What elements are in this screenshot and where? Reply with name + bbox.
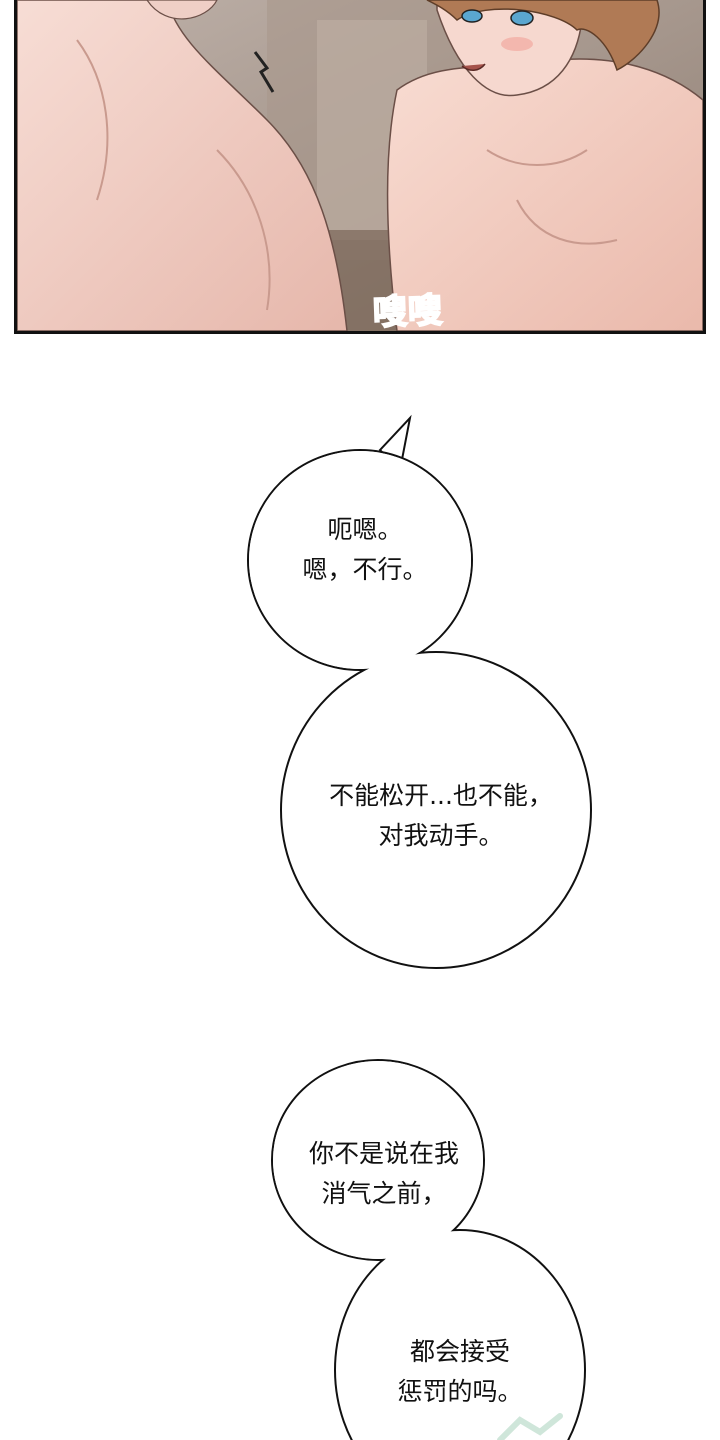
bubble-line: 都会接受 — [409, 1337, 510, 1366]
bubble-line: 嗯，不行。 — [302, 555, 428, 584]
bubble-line: 惩罚的吗。 — [397, 1377, 523, 1406]
blush — [501, 37, 533, 51]
left-figure-shading — [76, 39, 109, 201]
panel-illustration — [17, 0, 703, 331]
speech-bubble-3-text: 你不是说在我 消气之前， — [284, 1134, 484, 1214]
left-eye — [461, 9, 483, 23]
bubble-line: 消气之前， — [321, 1179, 447, 1208]
bubble-line: 对我动手。 — [378, 821, 504, 850]
mouth — [461, 63, 486, 71]
bubble-line: 不能松开...也不能， — [329, 781, 553, 810]
comic-panel-top: 嗖嗖 — [14, 0, 706, 334]
left-figure-chin — [146, 0, 218, 20]
bubble-line: 你不是说在我 — [308, 1139, 459, 1168]
right-eye — [510, 10, 534, 26]
motion-mark — [253, 51, 275, 93]
bubble-line: 呃嗯。 — [327, 515, 403, 544]
sound-effect-text: 嗖嗖 — [371, 290, 444, 334]
speech-bubble-4-text: 都会接受 惩罚的吗。 — [380, 1332, 540, 1412]
bubble-tail — [378, 414, 412, 473]
speech-bubble-1-text: 呃嗯。 嗯，不行。 — [280, 510, 450, 590]
partial-sound-effect-decoration — [497, 1413, 563, 1440]
right-figure-hair — [426, 0, 660, 72]
speech-bubble-2-text: 不能松开...也不能， 对我动手。 — [296, 776, 586, 856]
